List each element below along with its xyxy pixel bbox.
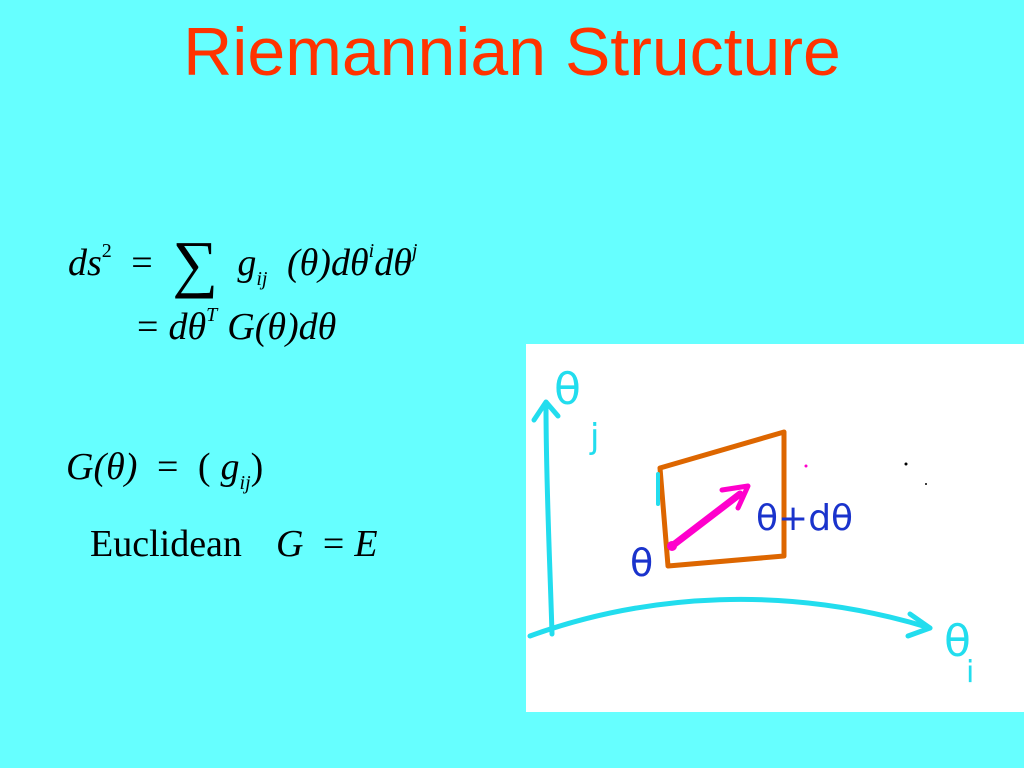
stray-dot (804, 464, 808, 468)
dtheta: dθ (298, 306, 337, 348)
stray-dot (925, 483, 927, 485)
theta-plus-dtheta-label: θ+dθ (756, 498, 853, 539)
metric-matrix: G (275, 523, 304, 565)
close-paren: ) (250, 446, 264, 488)
j-index-label: j (589, 417, 599, 457)
metric-matrix: G (66, 446, 94, 488)
sum-symbol: ∑ (172, 228, 218, 299)
euclidean-word: Euclidean (90, 523, 242, 565)
displacement-arrow (668, 490, 744, 550)
metric-matrix: G (227, 306, 255, 348)
identity-matrix: E (354, 523, 378, 565)
equation-line-1: ds2 = ∑ gij (θ)dθidθj (68, 222, 418, 296)
dtheta: dθ (168, 306, 207, 348)
euclidean-line: Euclidean G =E (90, 522, 378, 566)
open-paren: ( (197, 446, 211, 488)
slide-title: Riemannian Structure (183, 14, 841, 90)
index-i: i (368, 240, 375, 262)
theta-j-label: θ (554, 364, 581, 415)
equals-sign: = (137, 306, 159, 348)
transpose-mark: T (206, 304, 218, 326)
equals-sign: = (131, 242, 153, 284)
dtheta-i: dθ (330, 242, 369, 284)
coordinate-sketch: θ j θ i θ θ+dθ (526, 344, 1024, 712)
theta-argument: (θ) (254, 306, 299, 348)
theta-i-label: θ (944, 616, 971, 667)
theta-point-label: θ (630, 541, 653, 585)
metric-component: g (220, 446, 240, 488)
equation-line-3: G(θ) = (gij) (66, 446, 264, 493)
metric-index: ij (239, 472, 251, 494)
index-j: j (411, 240, 418, 262)
metric-index: ij (256, 268, 268, 290)
ds-term: ds (68, 242, 102, 284)
theta-argument: (θ) (286, 242, 331, 284)
horizontal-axis-arrowhead (905, 611, 933, 639)
sketch-svg: θ j θ i θ θ+dθ (527, 364, 974, 690)
equals-sign: = (156, 446, 179, 488)
vertical-axis (543, 403, 555, 637)
dtheta-j: dθ (374, 242, 412, 284)
horizontal-axis (527, 596, 933, 639)
start-point (667, 541, 677, 551)
vertical-axis-arrowhead (531, 399, 561, 423)
displacement-arrowhead (719, 483, 751, 511)
ds-exponent: 2 (101, 240, 112, 262)
equals-sign: = (322, 523, 345, 565)
theta-argument: (θ) (93, 446, 138, 488)
metric-patch-box (657, 429, 787, 569)
stray-dot (904, 462, 908, 466)
i-index-label: i (966, 655, 974, 690)
metric-component: g (237, 242, 257, 284)
